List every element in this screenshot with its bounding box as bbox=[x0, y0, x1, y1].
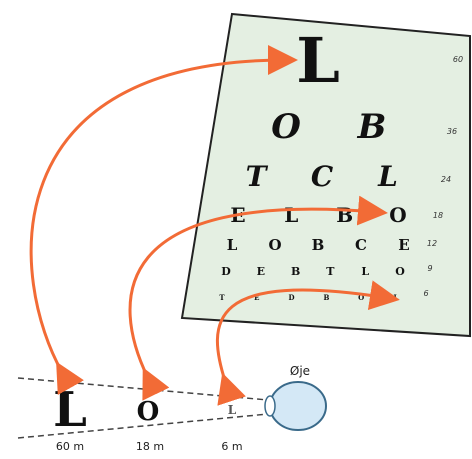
eye: Øje bbox=[264, 364, 327, 431]
row-size-label: 9 bbox=[427, 264, 432, 273]
row-size-label: 24 bbox=[441, 175, 451, 184]
bottom-letter-l-large: L bbox=[53, 382, 87, 438]
chart-letter: D bbox=[289, 293, 295, 302]
curved-arrow-icon-large bbox=[29, 45, 298, 396]
chart-letter: T bbox=[246, 160, 269, 193]
row-size-label: 12 bbox=[427, 239, 437, 248]
chart-letter: B bbox=[323, 293, 329, 302]
chart-letter: L bbox=[394, 293, 399, 302]
row-size-label: 18 bbox=[433, 211, 443, 220]
row-size-label: 6 bbox=[423, 289, 428, 298]
chart-letter: B bbox=[357, 107, 387, 147]
chart-letter: E bbox=[257, 265, 265, 278]
chart-letter: C bbox=[355, 236, 367, 254]
chart-letter: B bbox=[336, 203, 353, 227]
sight-line-bottom bbox=[17, 413, 269, 439]
bottom-letter-o-medium: O bbox=[137, 397, 160, 427]
distance-label-60m: 60 m bbox=[56, 440, 84, 453]
chart-letter: T bbox=[219, 293, 225, 302]
chart-letter: C bbox=[311, 160, 334, 193]
eye-label: Øje bbox=[290, 364, 310, 378]
row-size-label: 36 bbox=[447, 127, 457, 136]
bottom-letter-l-small: L bbox=[228, 403, 237, 417]
chart-letter: L bbox=[296, 24, 340, 97]
distance-label-18m: 18 m bbox=[136, 440, 164, 453]
chart-letter: B bbox=[291, 265, 300, 278]
eye-icon bbox=[269, 381, 327, 431]
chart-letter: L bbox=[227, 236, 238, 254]
chart-letter: L bbox=[377, 160, 398, 193]
chart-letter: L bbox=[284, 203, 298, 227]
bottom-letters: L O L 60 m 18 m 6 m bbox=[53, 382, 242, 453]
arrows bbox=[29, 45, 400, 406]
distance-label-6m: 6 m bbox=[221, 440, 242, 453]
chart-letter: T bbox=[326, 265, 335, 278]
chart-letter: L bbox=[361, 265, 369, 278]
chart-letter: O bbox=[395, 265, 405, 278]
eye-lens-icon bbox=[264, 395, 276, 417]
chart-letter: O bbox=[268, 236, 281, 254]
chart-letter: D bbox=[221, 265, 231, 278]
chart-letter: E bbox=[398, 236, 409, 254]
curved-arrow-icon-small bbox=[215, 280, 400, 406]
chart-letter: O bbox=[389, 203, 406, 227]
curved-arrow-icon-medium bbox=[128, 195, 388, 401]
row-size-label: 60 bbox=[453, 55, 463, 64]
chart-letter: B bbox=[312, 236, 325, 254]
chart-letter: O bbox=[271, 107, 301, 147]
